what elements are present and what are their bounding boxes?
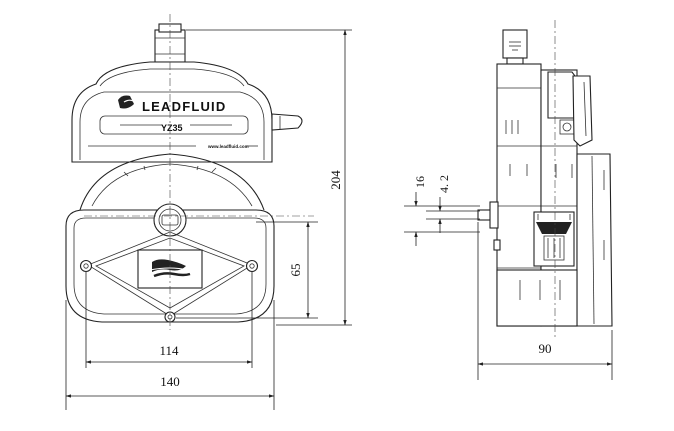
side-latch xyxy=(572,75,593,147)
dim-height-lower: 65 xyxy=(288,264,303,277)
upper-housing xyxy=(71,61,273,163)
screw-right xyxy=(245,259,259,273)
web-text: www.leadfluid.com xyxy=(207,144,249,149)
brand-text: LEADFLUID xyxy=(142,99,226,114)
side-dimensions: 16 4. 2 90 xyxy=(404,175,613,380)
dim-side-depth: 90 xyxy=(539,341,552,356)
screw-left xyxy=(79,259,93,273)
side-cover xyxy=(576,153,613,327)
dim-tube-outer: 16 xyxy=(413,176,427,188)
front-dimensions: 204 65 114 140 xyxy=(65,29,352,410)
dim-tube-inner: 4. 2 xyxy=(437,175,451,193)
side-latch xyxy=(271,113,303,131)
model-text: YZ35 xyxy=(161,123,183,133)
dim-height-total: 204 xyxy=(328,170,343,190)
dim-width-total: 140 xyxy=(160,374,180,389)
brand-label: LEADFLUID YZ35 www.leadfluid.com xyxy=(88,95,258,149)
side-connector xyxy=(502,29,528,59)
side-view xyxy=(477,20,613,340)
front-view: LEADFLUID YZ35 www.leadfluid.com xyxy=(65,14,314,330)
dim-width-holes: 114 xyxy=(159,343,179,358)
